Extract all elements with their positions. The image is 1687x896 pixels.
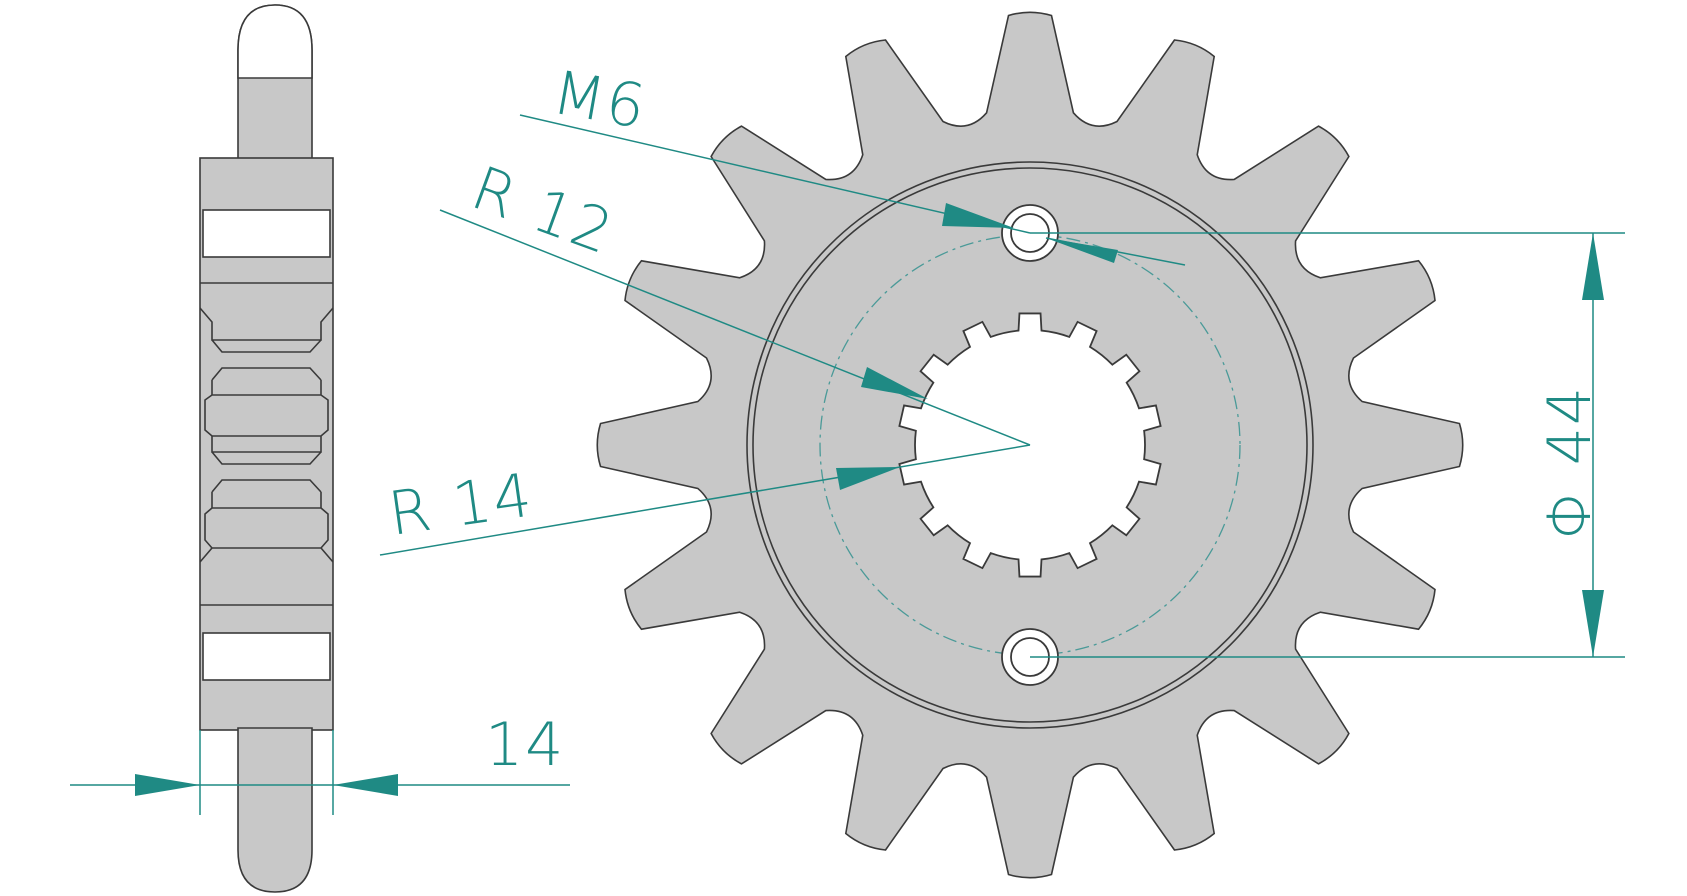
r14-leader-line <box>379 444 1031 556</box>
sprocket-front-view: M6 R 12 R 14 Φ 44 <box>379 11 1625 879</box>
side-top-tooth-tip <box>237 4 313 79</box>
sprocket-side-view: 14 <box>70 4 570 893</box>
r14-arrow <box>836 467 900 490</box>
width-arrow-left <box>135 774 200 796</box>
r12-leader-line <box>439 209 1031 446</box>
width-label: 14 <box>485 710 565 780</box>
spline-bore <box>898 312 1162 578</box>
r14-label: R 14 <box>384 460 537 550</box>
bolt-circle-diameter-label: Φ 44 <box>1535 385 1605 540</box>
side-spline-profile <box>199 307 334 563</box>
hub-outer-edge <box>746 161 1314 729</box>
width-arrow-right <box>333 774 398 796</box>
r12-arrow <box>861 367 928 399</box>
m6-arrow-right <box>1046 238 1118 263</box>
m6-label: M6 <box>547 58 652 143</box>
side-bottom-tooth <box>237 727 313 893</box>
hub-outer-edge-inner <box>752 167 1308 723</box>
bolt-circle-arrow-bottom <box>1582 590 1604 657</box>
side-lower-slot <box>202 632 331 681</box>
side-upper-slot <box>202 209 331 258</box>
bolt-circle-arrow-top <box>1582 233 1604 300</box>
m6-arrow-left <box>942 203 1014 228</box>
